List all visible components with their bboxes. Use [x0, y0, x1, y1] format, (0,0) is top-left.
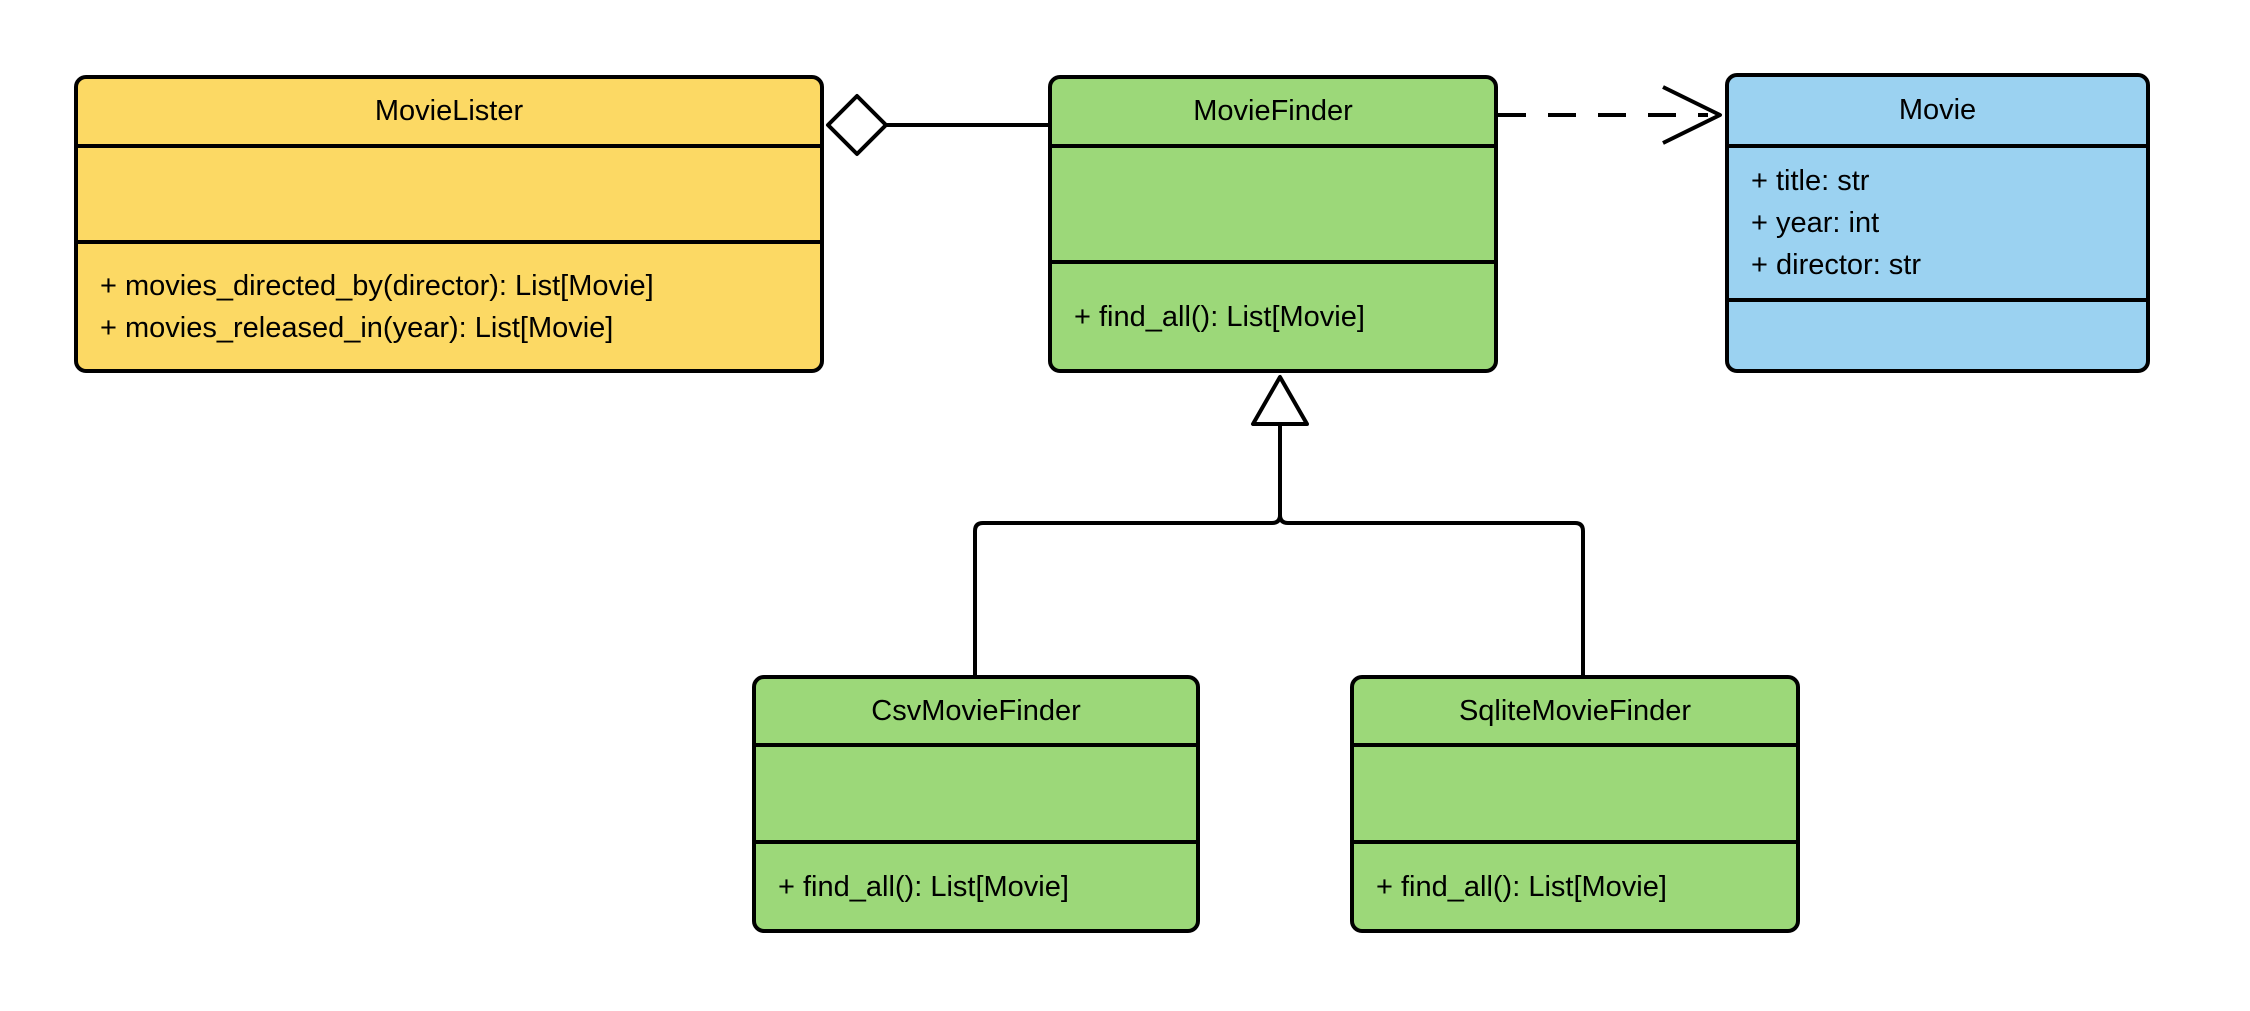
dependency-connector	[1498, 85, 1722, 145]
class-attributes-movielister	[78, 144, 820, 240]
class-title-sqlitemoviefinder: SqliteMovieFinder	[1458, 694, 1692, 727]
inheritance-stem-line	[1271, 424, 1289, 525]
class-box-sqlitemoviefinder: SqliteMovieFinder + find_all(): List[Mov…	[1350, 675, 1800, 933]
inheritance-connector	[973, 375, 1585, 677]
class-methods-moviefinder: + find_all(): List[Movie]	[1052, 260, 1494, 369]
method-item: + movies_released_in(year): List[Movie]	[100, 311, 614, 344]
class-title-movielister: MovieLister	[374, 95, 524, 127]
class-box-csvmoviefinder: CsvMovieFinder + find_all(): List[Movie]	[752, 675, 1200, 933]
inheritance-branch-lines	[973, 521, 1585, 677]
class-attributes-moviefinder	[1052, 144, 1494, 260]
attribute-item: + year: int	[1751, 207, 1880, 239]
inheritance-triangle-icon	[1251, 375, 1309, 426]
class-methods-movie	[1729, 298, 2146, 369]
method-item: + find_all(): List[Movie]	[778, 870, 1069, 903]
dependency-arrowhead-icon	[1662, 85, 1722, 145]
class-title-csvmoviefinder: CsvMovieFinder	[871, 694, 1081, 727]
class-methods-movielister: + movies_directed_by(director): List[Mov…	[78, 240, 820, 369]
class-title-moviefinder: MovieFinder	[1193, 95, 1353, 127]
aggregation-diamond-icon	[826, 94, 888, 156]
class-attributes-csvmoviefinder	[756, 743, 1196, 840]
class-attributes-sqlitemoviefinder	[1354, 743, 1796, 840]
class-title-movie: Movie	[1898, 94, 1977, 126]
class-methods-sqlitemoviefinder: + find_all(): List[Movie]	[1354, 840, 1796, 929]
attribute-item: + director: str	[1751, 249, 1922, 281]
class-methods-csvmoviefinder: + find_all(): List[Movie]	[756, 840, 1196, 929]
class-attributes-movie: + title: str + year: int + director: str	[1729, 144, 2146, 298]
class-box-movie: Movie + title: str + year: int + directo…	[1725, 73, 2150, 373]
class-box-movielister: MovieLister + movies_directed_by(directo…	[74, 75, 824, 373]
attribute-item: + title: str	[1751, 165, 1870, 197]
method-item: + find_all(): List[Movie]	[1074, 300, 1365, 333]
method-item: + find_all(): List[Movie]	[1376, 870, 1667, 903]
method-item: + movies_directed_by(director): List[Mov…	[100, 269, 654, 302]
class-box-moviefinder: MovieFinder + find_all(): List[Movie]	[1048, 75, 1498, 373]
aggregation-connector	[826, 94, 1050, 156]
